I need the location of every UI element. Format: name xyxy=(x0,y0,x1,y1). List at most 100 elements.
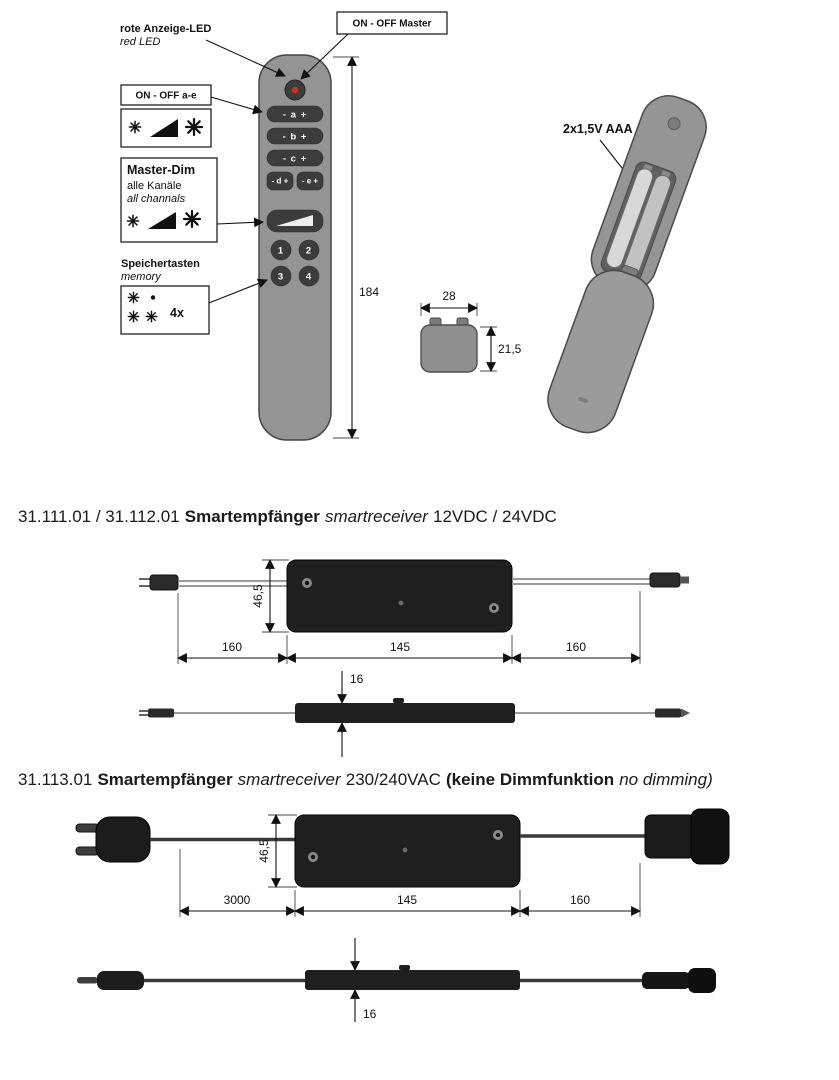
product-name-de: Smartempfänger xyxy=(184,507,320,526)
memory-2-label: 2 xyxy=(306,246,312,257)
channel-e-label: - e + xyxy=(302,177,319,186)
red-led-label-en: red LED xyxy=(120,36,160,48)
dim-16-label: 16 xyxy=(363,1007,377,1021)
battery-label: 2x1,5V AAA xyxy=(563,122,633,136)
receiver-230v-drawing: 46,5 3000 145 160 16 xyxy=(75,808,730,1022)
leader-line xyxy=(300,33,349,80)
dim-145-label: 145 xyxy=(390,640,410,654)
receiver-12v-drawing: 46,5 160 145 160 xyxy=(139,559,690,757)
receiver-230v-top-view xyxy=(75,808,730,888)
channel-a-label: - a + xyxy=(283,110,307,121)
dim-145-label: 145 xyxy=(397,893,417,907)
remote-back-open xyxy=(590,95,707,292)
memory-4-label: 4 xyxy=(306,272,312,283)
status-led-dot xyxy=(398,600,404,606)
left-connector-side xyxy=(148,708,174,718)
dimension-length-chain: 160 145 160 xyxy=(177,591,641,664)
lanyard-hole xyxy=(667,117,681,131)
dim-21-5-label: 21,5 xyxy=(498,342,522,356)
channel-c-button xyxy=(266,149,324,167)
output-connector xyxy=(644,814,696,859)
label-master-dim: Master-Dim alle Kanäle all channals xyxy=(120,157,264,243)
body-nub xyxy=(399,965,410,970)
channel-b-label: - b + xyxy=(283,132,308,143)
receiver-12v-side-view xyxy=(139,698,690,723)
channel-b-button xyxy=(266,127,324,145)
memory-label-de: Speichertasten xyxy=(121,258,200,270)
battery-contact xyxy=(661,170,671,178)
leader-line xyxy=(208,278,268,304)
master-dim-en: all channals xyxy=(127,193,186,205)
plug-pin-side xyxy=(77,977,98,984)
dimension-height-46-5: 46,5 xyxy=(257,814,297,888)
remote-diagram: - a + - b + - c + - d + - e + 1 2 3 4 xyxy=(120,11,707,441)
dimension-connector-width: 28 xyxy=(420,289,478,316)
label-box xyxy=(336,11,448,35)
euro-plug-side xyxy=(97,971,144,990)
dot-icon xyxy=(150,295,156,300)
channel-d-button xyxy=(266,171,294,191)
receiver-12v-top-view xyxy=(139,559,689,633)
on-off-master-label: ON - OFF Master xyxy=(353,19,432,30)
connector-tip xyxy=(680,576,689,584)
dimension-connector-depth: 21,5 xyxy=(480,326,522,372)
label-memory: Speichertasten memory 4x xyxy=(120,258,268,335)
leader-line xyxy=(216,217,264,228)
right-connector xyxy=(649,572,681,588)
channel-d-label: - d + xyxy=(272,177,289,186)
receiver-body xyxy=(294,814,521,888)
press-once-icon xyxy=(127,291,140,304)
sun-small-icon xyxy=(128,120,142,134)
screw-hole-center xyxy=(304,580,310,586)
right-connector-side xyxy=(655,708,681,718)
dimension-length-chain: 3000 145 160 xyxy=(179,849,641,917)
dim-160-right-label: 160 xyxy=(566,640,586,654)
product-name-en: smartreceiver xyxy=(324,507,428,526)
remote-front-view: - a + - b + - c + - d + - e + 1 2 3 4 xyxy=(258,54,332,441)
memory-label-en: memory xyxy=(121,271,162,283)
dim-3000-label: 3000 xyxy=(224,893,251,907)
note-en: no dimming) xyxy=(619,770,713,789)
battery-view: 2x1,5V AAA xyxy=(547,95,707,434)
leader-line xyxy=(210,96,263,115)
red-led-icon xyxy=(291,86,299,94)
receiver-body-side xyxy=(305,970,520,990)
connector-tip xyxy=(681,708,690,718)
product-spec: 12VDC / 24VDC xyxy=(433,507,557,526)
sun-small-icon xyxy=(126,214,140,228)
label-box xyxy=(120,84,212,106)
channel-a-button xyxy=(266,105,324,123)
left-connector xyxy=(149,574,179,591)
dim-slider-icon xyxy=(276,215,313,226)
status-led-dot xyxy=(402,847,408,853)
memory-1-label: 1 xyxy=(278,246,284,257)
dim-gradient-icon-box xyxy=(120,108,212,148)
connector-part-view xyxy=(420,317,478,373)
screw-hole-center xyxy=(310,854,316,860)
screw-hole-center xyxy=(495,832,501,838)
memory-button-3 xyxy=(270,265,292,287)
receiver-body-side xyxy=(295,703,515,723)
dim-wedge-icon xyxy=(150,119,178,137)
memory-3-label: 3 xyxy=(278,272,284,283)
dim-184-label: 184 xyxy=(359,285,379,299)
cover-shell xyxy=(547,269,655,434)
memory-button-4 xyxy=(298,265,320,287)
dimension-remote-height: 184 xyxy=(333,56,379,439)
sun-large-icon xyxy=(184,117,204,137)
receiver-body xyxy=(286,559,513,633)
dim-46-5-label: 46,5 xyxy=(251,584,265,608)
press-twice-icon xyxy=(145,310,158,323)
dimension-thickness-16: 16 xyxy=(350,938,377,1022)
dim-160-left-label: 160 xyxy=(222,640,242,654)
output-connector-side xyxy=(642,972,690,989)
dim-160-label: 160 xyxy=(570,893,590,907)
product-name-en: smartreceiver xyxy=(237,770,341,789)
on-off-ae-label: ON - OFF a-e xyxy=(135,91,197,102)
dim-28-label: 28 xyxy=(442,289,456,303)
screw-hole-center xyxy=(491,605,497,611)
aaa-battery-1 xyxy=(606,168,654,269)
receiver-230v-side-view xyxy=(77,965,716,993)
